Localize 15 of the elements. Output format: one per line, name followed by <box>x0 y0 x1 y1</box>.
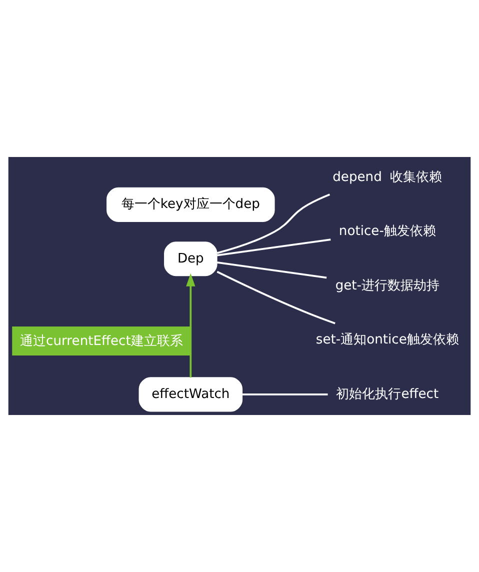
node-text: notice-触发依赖 <box>338 224 436 240</box>
node-text: 初始化执行effect <box>336 386 439 402</box>
node-box: effectWatch <box>138 377 243 412</box>
node-text: get-进行数据劫持 <box>335 278 440 294</box>
arrow <box>186 273 196 378</box>
connector <box>242 394 328 396</box>
node-text: set-通知ontice触发依赖 <box>316 332 459 348</box>
edge-label: 通过currentEffect建立联系 <box>20 334 183 349</box>
connector <box>216 262 327 279</box>
connector <box>216 270 336 324</box>
connector <box>216 194 330 254</box>
node-box: 每一个key对应一个dep <box>106 187 275 222</box>
node-box: Dep <box>164 242 218 276</box>
connector <box>216 238 331 256</box>
node-text: depend 收集依赖 <box>332 170 442 186</box>
